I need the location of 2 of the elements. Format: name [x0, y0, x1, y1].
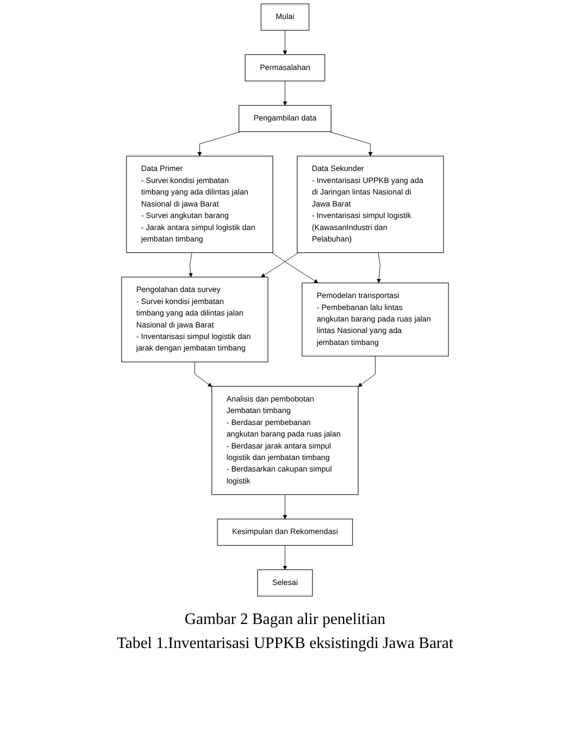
- table-title: Tabel 1.Inventarisasi UPPKB eksistingdi Jawa Barat: [116, 635, 454, 653]
- figure-caption: Gambar 2 Bagan alir penelitian: [184, 611, 386, 629]
